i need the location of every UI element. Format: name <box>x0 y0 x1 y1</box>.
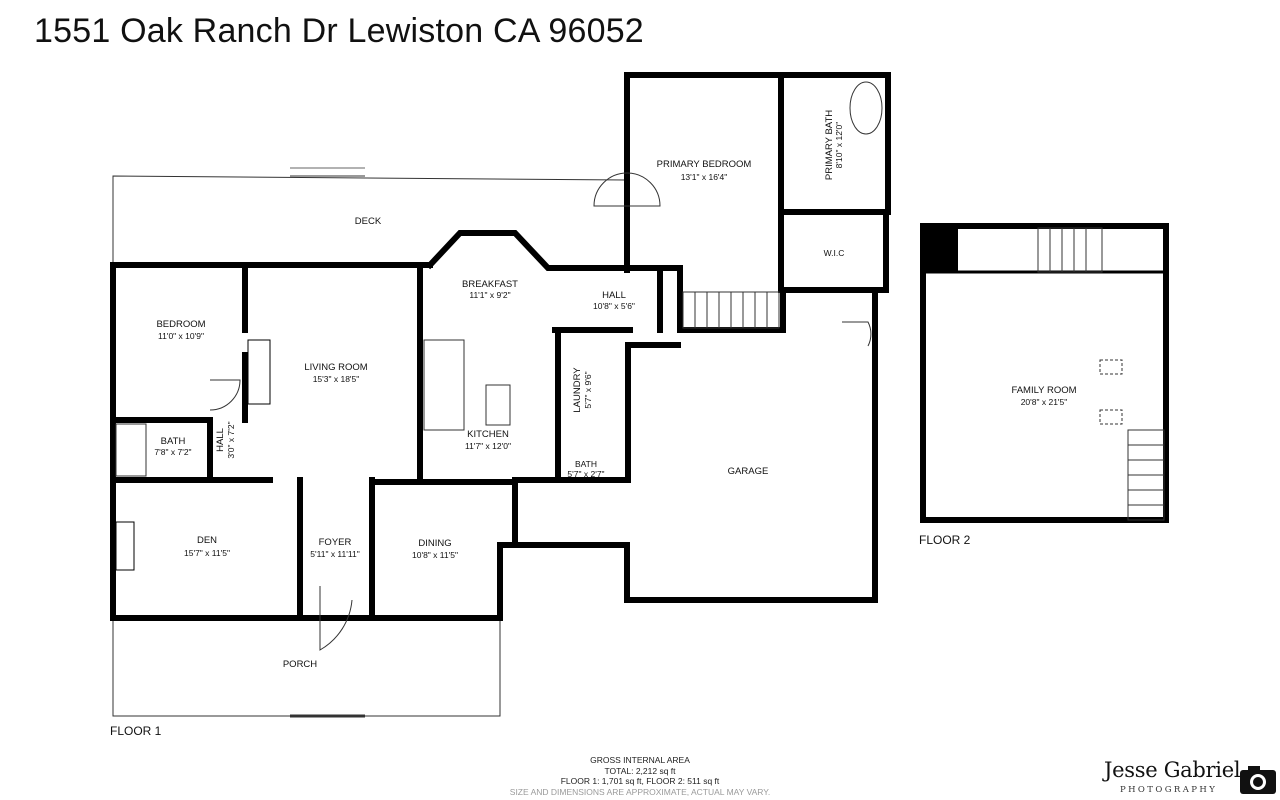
foyer-label: FOYER <box>319 537 352 548</box>
primary-bath-dim: 8'10" x 12'0" <box>834 122 844 169</box>
gross-area-disclaimer: SIZE AND DIMENSIONS ARE APPROXIMATE, ACT… <box>509 786 771 797</box>
fixtures <box>115 81 1165 651</box>
bath-small-label: BATH <box>575 459 597 469</box>
family-room-label: FAMILY ROOM <box>1011 385 1076 396</box>
gross-area-block: GROSS INTERNAL AREA TOTAL: 2,212 sq ft F… <box>440 755 840 797</box>
deck-outline <box>112 175 627 268</box>
logo-name: Jesse Gabriel <box>1104 758 1241 782</box>
gross-area-breakdown: FLOOR 1: 1,701 sq ft, FLOOR 2: 511 sq ft <box>560 776 720 787</box>
laundry-label: LAUNDRY <box>572 367 583 413</box>
kitchen-dim: 11'7" x 12'0" <box>465 441 511 451</box>
tub-primary <box>849 81 883 135</box>
bath-left-label: BATH <box>161 436 186 447</box>
walls-floor2 <box>920 223 1169 523</box>
exterior-outlines <box>112 167 627 718</box>
family-room-dim: 20'8" x 21'5" <box>1021 397 1068 407</box>
logo-sub: PHOTOGRAPHY <box>1120 785 1218 795</box>
primary-bedroom-label: PRIMARY BEDROOM <box>657 159 752 170</box>
gross-area-heading: GROSS INTERNAL AREA <box>590 755 690 765</box>
garage-label: GARAGE <box>728 466 769 477</box>
den-label: DEN <box>197 535 217 546</box>
fireplace-den <box>115 521 135 571</box>
bedroom-label: BEDROOM <box>156 319 205 330</box>
dining-dim: 10'8" x 11'5" <box>412 550 458 560</box>
breakfast-label: BREAKFAST <box>462 279 518 290</box>
stairs-floor2 <box>1037 227 1165 521</box>
room-labels: DECK PRIMARY BEDROOM 13'1" x 16'4" PRIMA… <box>154 110 1076 670</box>
tub-left-bath <box>115 423 147 477</box>
fireplace-living <box>247 339 271 405</box>
door-swing-garage <box>842 321 872 347</box>
door-swing-foyer <box>319 586 353 651</box>
dining-label: DINING <box>418 538 451 549</box>
porch-label: PORCH <box>283 659 317 670</box>
bedroom-dim: 11'0" x 10'9" <box>158 331 204 341</box>
gross-area-total: TOTAL: 2,212 sq ft <box>604 765 676 776</box>
floor1-label: FLOOR 1 <box>110 724 162 738</box>
primary-bath-label: PRIMARY BATH <box>824 110 835 180</box>
hall-left-dim: 3'0" x 7'2" <box>226 421 236 458</box>
bath-small-dim: 5'7" x 2'7" <box>567 469 604 479</box>
living-room-dim: 15'3" x 18'5" <box>313 374 360 384</box>
kitchen-island <box>485 384 511 426</box>
page-title: 1551 Oak Ranch Dr Lewiston CA 96052 <box>34 12 644 50</box>
primary-bedroom-dim: 13'1" x 16'4" <box>681 172 728 182</box>
hall-upper-label: HALL <box>602 290 626 301</box>
foyer-dim: 5'11" x 11'11" <box>310 549 359 559</box>
hall-left-label: HALL <box>215 428 226 452</box>
stairs-floor1 <box>682 291 780 329</box>
laundry-dim: 5'7" x 9'6" <box>583 371 593 408</box>
kitchen-label: KITCHEN <box>467 429 509 440</box>
photographer-logo: Jesse Gabriel PHOTOGRAPHY <box>1102 758 1280 800</box>
walls-floor1 <box>110 72 891 621</box>
den-dim: 15'7" x 11'5" <box>184 548 230 558</box>
floor2-label: FLOOR 2 <box>919 533 971 547</box>
living-room-label: LIVING ROOM <box>304 362 367 373</box>
bath-left-dim: 7'8" x 7'2" <box>154 447 191 457</box>
deck-label: DECK <box>355 216 382 227</box>
hall-upper-dim: 10'8" x 5'6" <box>593 301 635 311</box>
chimney-floor2 <box>923 226 958 272</box>
wic-label: W.I.C <box>824 248 845 258</box>
breakfast-dim: 11'1" x 9'2" <box>469 290 510 300</box>
camera-icon <box>1240 766 1276 794</box>
